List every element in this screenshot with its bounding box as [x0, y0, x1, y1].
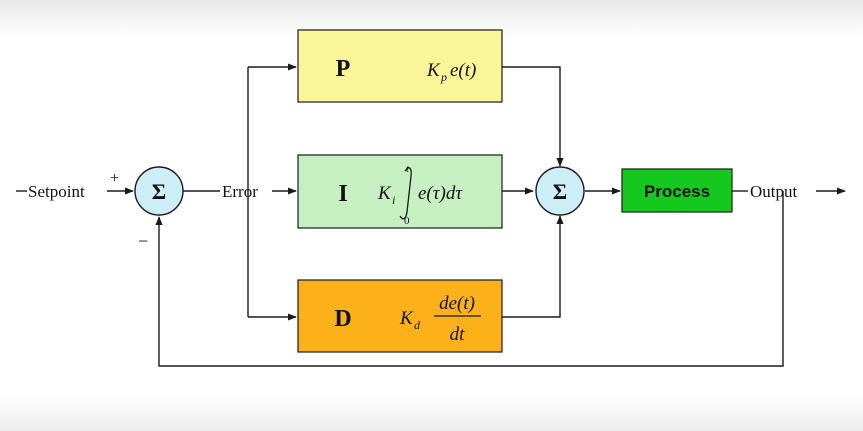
svg-text:p: p	[440, 70, 447, 84]
connection-lines	[16, 63, 846, 367]
p-block-rect	[297, 29, 503, 103]
minus-sign: −	[138, 231, 148, 251]
error-label: Error	[222, 182, 258, 201]
sum-junction-1-circle	[134, 166, 184, 216]
process-block: Process	[621, 168, 733, 213]
integral-sign	[399, 167, 412, 220]
p-block-letter: P	[336, 56, 351, 82]
svg-text:i: i	[392, 193, 395, 207]
i-formula: K i t 0 e(τ)dτ	[377, 163, 463, 227]
svg-text:t: t	[406, 163, 410, 175]
i-block: I K i t 0 e(τ)dτ	[297, 154, 503, 229]
setpoint-label: Setpoint	[28, 182, 85, 201]
output-label: Output	[750, 182, 798, 201]
svg-text:e(τ)dτ: e(τ)dτ	[418, 183, 463, 204]
i-block-letter: I	[338, 181, 347, 207]
sum-junction-2-circle	[535, 166, 585, 216]
feedback-arrow	[155, 191, 784, 367]
sum-symbol-2: Σ	[553, 179, 567, 204]
sum-junction-1: Σ	[134, 166, 184, 216]
sum-symbol-1: Σ	[152, 179, 166, 204]
p-to-sum2-arrow	[502, 66, 564, 167]
svg-text:K: K	[426, 60, 441, 81]
p-block: P K p e(t)	[297, 29, 503, 103]
svg-text:dt: dt	[450, 324, 466, 345]
process-block-rect	[621, 168, 733, 213]
d-to-sum2-arrow	[502, 215, 564, 318]
plus-sign: +	[110, 170, 119, 187]
svg-text:de(t): de(t)	[439, 293, 475, 314]
d-formula: K d de(t) dt	[399, 293, 481, 345]
svg-text:K: K	[399, 308, 414, 329]
process-label: Process	[644, 182, 710, 201]
svg-text:K: K	[377, 183, 392, 204]
svg-text:d: d	[414, 318, 421, 332]
sum-junction-2: Σ	[535, 166, 585, 216]
d-block: D K d de(t) dt	[297, 279, 503, 353]
svg-text:0: 0	[404, 215, 410, 227]
d-block-letter: D	[334, 306, 351, 332]
p-formula: K p e(t)	[426, 60, 476, 84]
svg-text:e(t): e(t)	[450, 60, 476, 81]
i-block-rect	[297, 154, 503, 229]
